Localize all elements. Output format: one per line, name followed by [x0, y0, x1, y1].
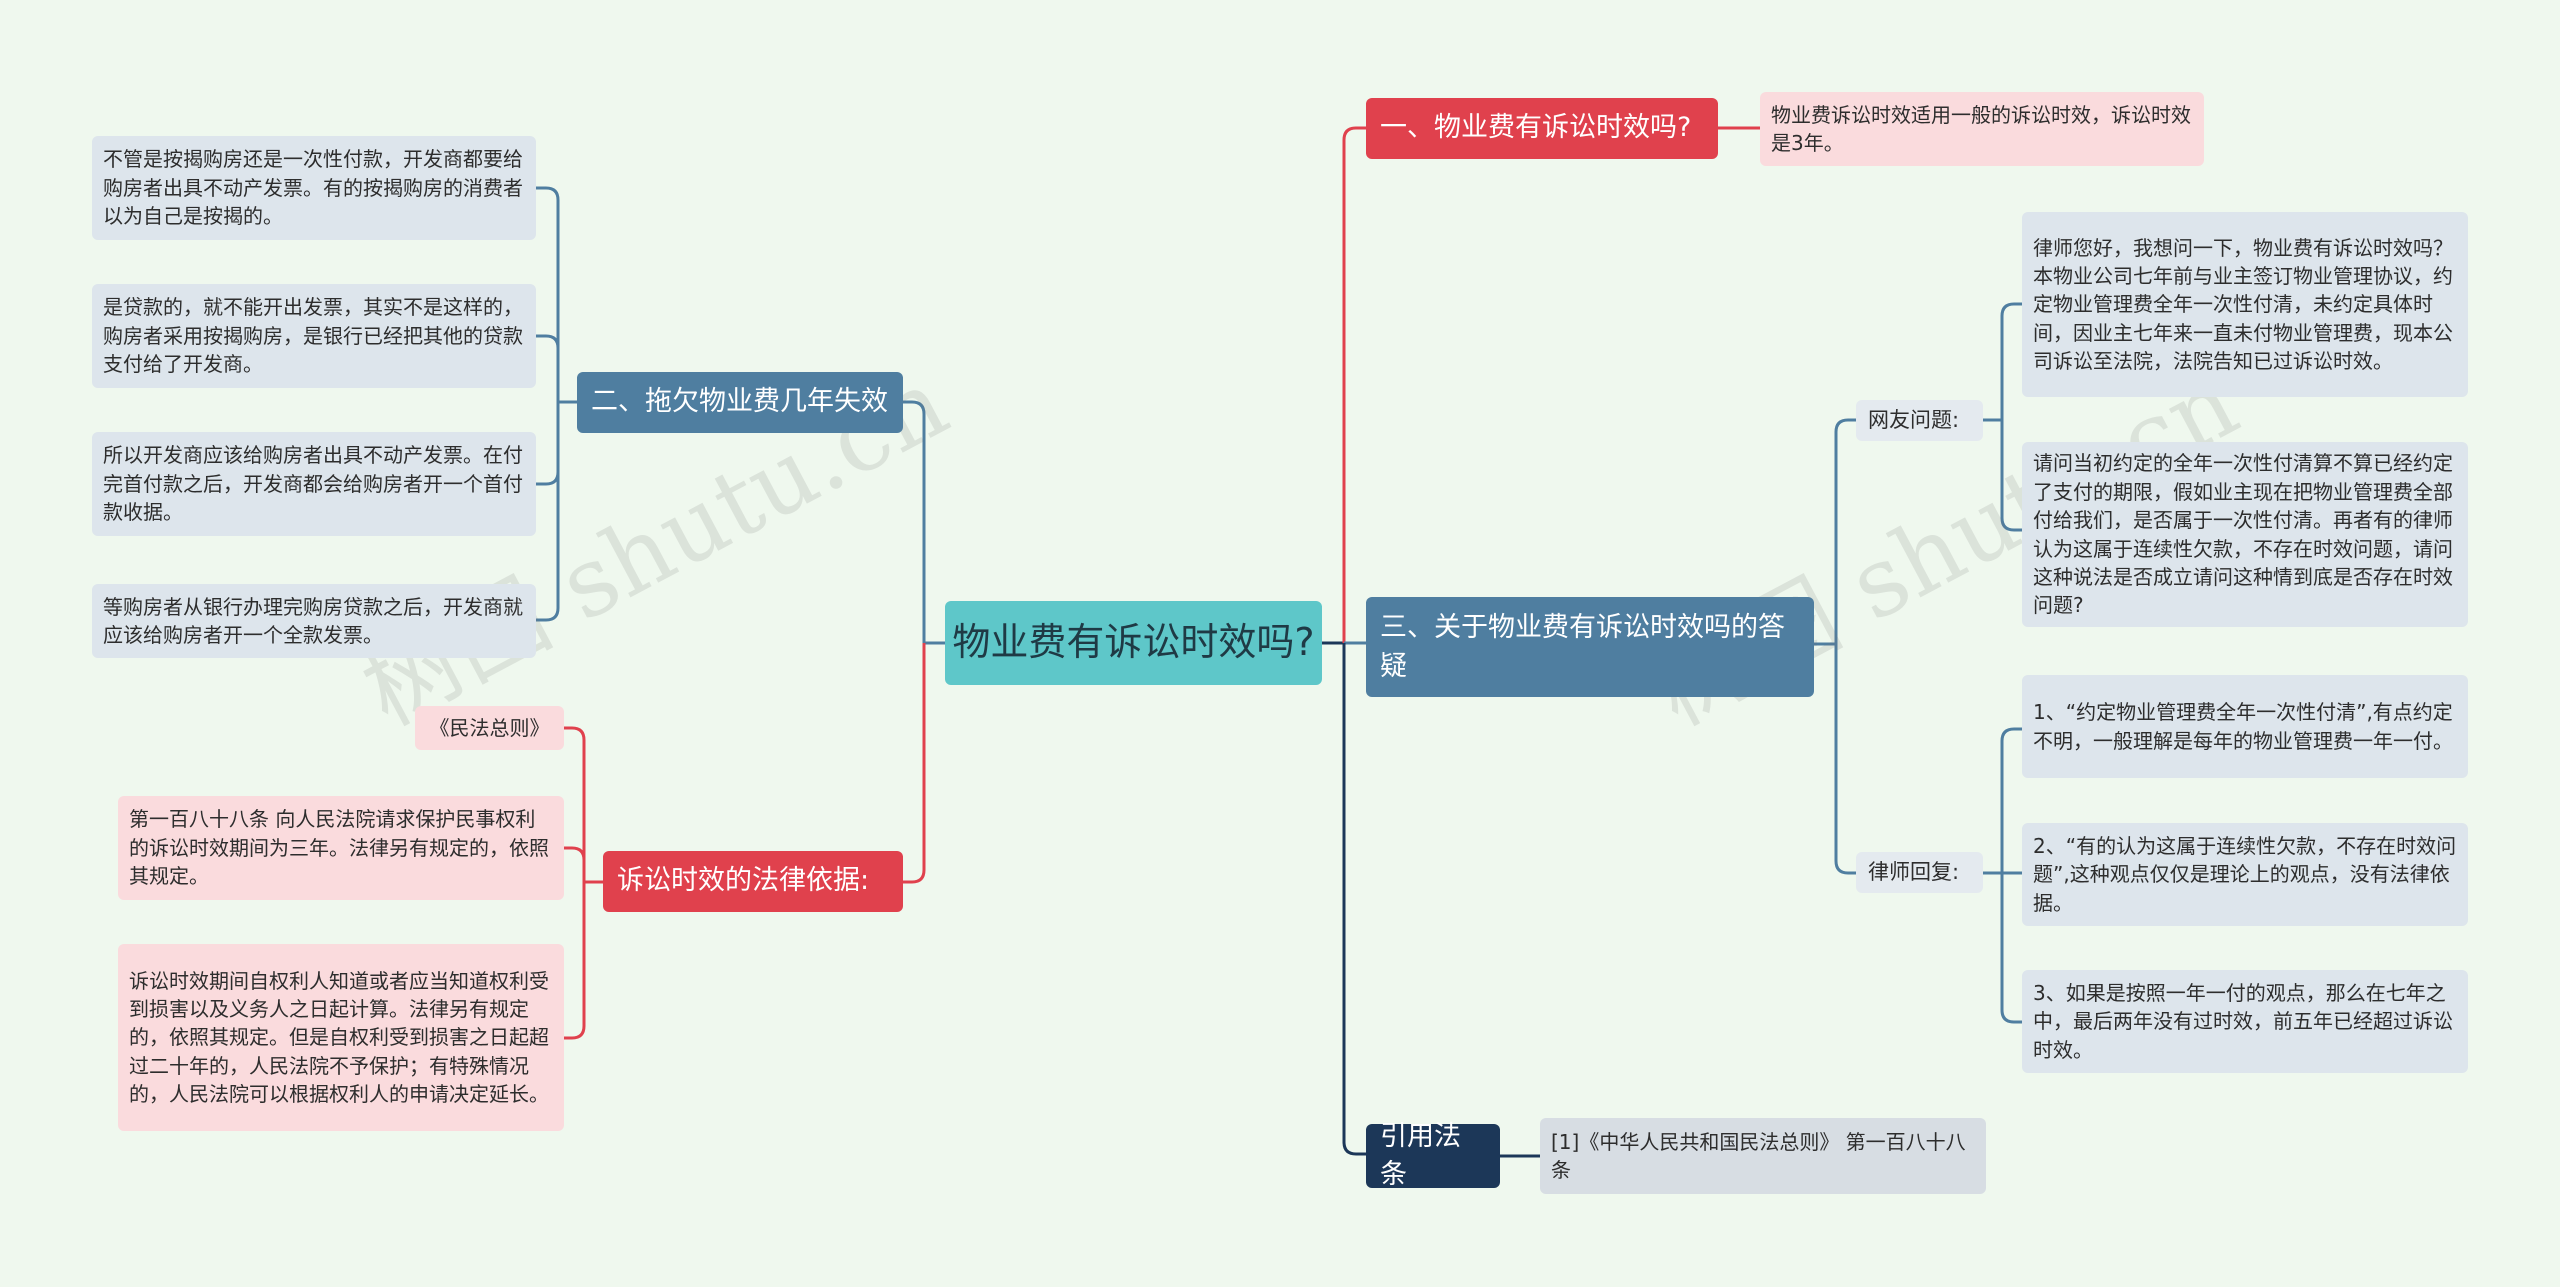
branch-arrears-expiry[interactable]: 二、拖欠物业费几年失效 [577, 372, 903, 433]
netizen-question-label[interactable]: 网友问题: [1856, 400, 1983, 441]
arrears-text-1: 不管是按揭购房还是一次性付款，开发商都要给购房者出具不动产发票。有的按揭购房的消… [92, 136, 536, 240]
arrears-text-3: 所以开发商应该给购房者出具不动产发票。在付完首付款之后，开发商都会给购房者开一个… [92, 432, 536, 536]
root-topic[interactable]: 物业费有诉讼时效吗? [945, 601, 1322, 685]
lawyer-reply-1: 1、“约定物业管理费全年一次性付清”,有点约定不明，一般理解是每年的物业管理费一… [2022, 675, 2468, 778]
branch-legal-basis[interactable]: 诉讼时效的法律依据: [603, 851, 903, 912]
legal-basis-civil-code: 《民法总则》 [415, 706, 564, 750]
netizen-question-1: 律师您好，我想问一下，物业费有诉讼时效吗？本物业公司七年前与业主签订物业管理协议… [2022, 212, 2468, 397]
legal-basis-start-time: 诉讼时效期间自权利人知道或者应当知道权利受到损害以及义务人之日起计算。法律另有规… [118, 944, 564, 1131]
lawyer-reply-label[interactable]: 律师回复: [1856, 852, 1983, 893]
lawyer-reply-3: 3、如果是按照一年一付的观点，那么在七年之中，最后两年没有过时效，前五年已经超过… [2022, 970, 2468, 1073]
branch-statute-question[interactable]: 一、物业费有诉讼时效吗? [1366, 98, 1718, 159]
legal-basis-article-188: 第一百八十八条 向人民法院请求保护民事权利的诉讼时效期间为三年。法律另有规定的，… [118, 796, 564, 900]
arrears-text-2: 是贷款的，就不能开出发票，其实不是这样的，购房者采用按揭购房，是银行已经把其他的… [92, 284, 536, 388]
arrears-text-4: 等购房者从银行办理完购房贷款之后，开发商就应该给购房者开一个全款发票。 [92, 584, 536, 658]
cited-law-item: [1]《中华人民共和国民法总则》 第一百八十八条 [1540, 1118, 1986, 1194]
netizen-question-2: 请问当初约定的全年一次性付清算不算已经约定了支付的期限，假如业主现在把物业管理费… [2022, 442, 2468, 627]
lawyer-reply-2: 2、“有的认为这属于连续性欠款，不存在时效问题”,这种观点仅仅是理论上的观点，没… [2022, 823, 2468, 926]
branch-cited-law[interactable]: 引用法条 [1366, 1121, 1500, 1190]
branch-qa[interactable]: 三、关于物业费有诉讼时效吗的答疑 [1366, 597, 1814, 697]
statute-answer: 物业费诉讼时效适用一般的诉讼时效，诉讼时效是3年。 [1760, 92, 2204, 166]
